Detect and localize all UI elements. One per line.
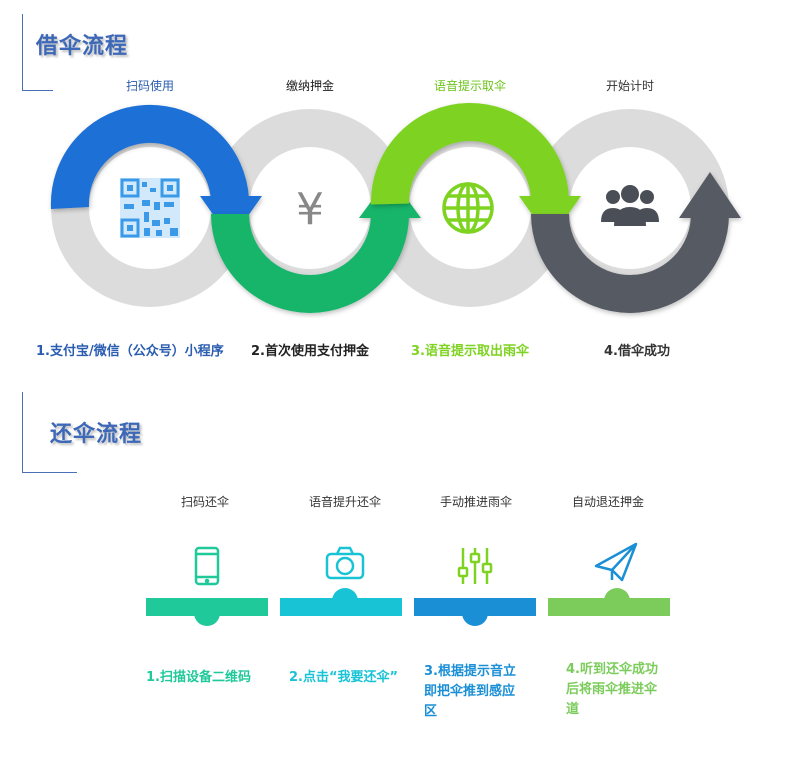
paper-plane-icon <box>594 542 638 582</box>
return-step-3-label: 手动推进雨伞 <box>439 495 512 509</box>
return-flow-diagram <box>146 542 670 626</box>
return-step-3-desc-line-2: 即把伞推到感应 <box>424 684 516 699</box>
borrow-step-1-desc: 1.支付宝/微信（公众号）小程序 <box>36 344 224 359</box>
return-step-4-desc-line-1: 4.听到还伞成功 <box>566 662 658 677</box>
phone-icon <box>194 546 220 586</box>
borrow-step-4-desc: 4.借伞成功 <box>604 344 670 359</box>
return-step-4-desc-line-2: 后将雨伞推进伞 <box>566 682 658 697</box>
return-step-4-desc: 4.听到还伞成功 后将雨伞推进伞 道 <box>566 660 658 720</box>
camera-icon <box>325 546 365 580</box>
borrow-flow-diagram: ¥ <box>50 103 741 313</box>
return-bar-4 <box>548 588 670 616</box>
dark-arrow <box>531 172 741 313</box>
borrow-step-4-label: 开始计时 <box>605 79 654 93</box>
return-step-2-label: 语音提升还伞 <box>308 495 381 509</box>
borrow-step-3-label: 语音提示取伞 <box>433 79 506 93</box>
return-step-1-label: 扫码还伞 <box>180 495 229 509</box>
borrow-title-bracket <box>22 14 53 91</box>
yen-icon: ¥ <box>296 184 324 235</box>
return-step-4-desc-line-3: 道 <box>566 702 580 717</box>
globe-icon <box>442 182 494 234</box>
sliders-icon <box>457 548 493 584</box>
return-bar-2 <box>280 588 402 616</box>
return-step-3-desc-line-3: 区 <box>424 704 438 719</box>
return-title-bracket <box>22 392 77 473</box>
return-step-1-desc: 1.扫描设备二维码 <box>146 670 251 685</box>
borrow-step-3-desc: 3.语音提示取出雨伞 <box>411 344 529 359</box>
borrow-step-2-desc: 2.首次使用支付押金 <box>251 344 369 359</box>
return-bar-1 <box>146 598 268 626</box>
qr-code-icon <box>120 178 180 238</box>
return-step-4-label: 自动退还押金 <box>571 495 644 509</box>
borrow-step-2-label: 缴纳押金 <box>285 79 334 93</box>
borrow-step-1-label: 扫码使用 <box>125 79 174 93</box>
return-step-3-desc-line-1: 3.根据提示音立 <box>424 664 516 679</box>
return-bar-3 <box>414 598 536 626</box>
return-section-title: 还伞流程 <box>50 422 143 447</box>
borrow-section-title: 借伞流程 <box>36 34 129 59</box>
return-step-2-desc: 2.点击“我要还伞” <box>289 670 399 685</box>
group-icon <box>601 185 659 226</box>
return-step-3-desc: 3.根据提示音立 即把伞推到感应 区 <box>424 662 516 722</box>
